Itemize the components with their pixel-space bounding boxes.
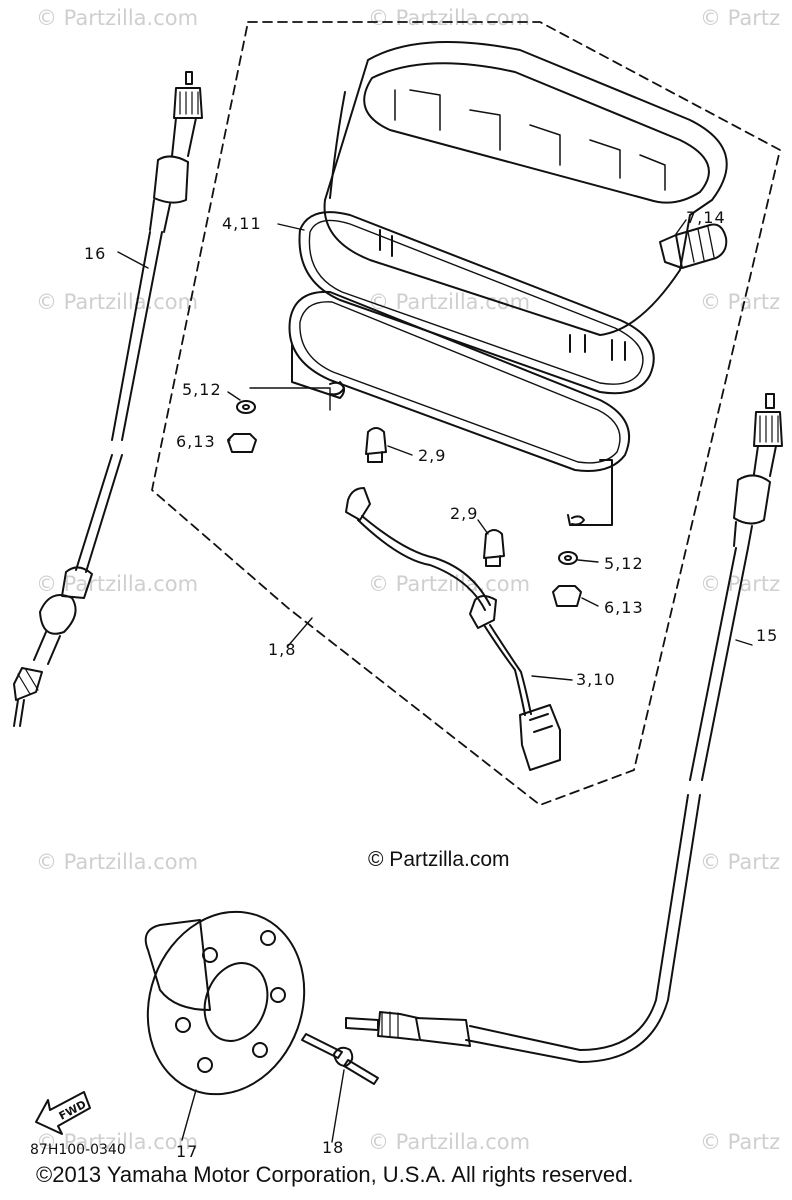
watermark: © Partzilla.com — [36, 6, 199, 30]
callout-18: 18 — [322, 1138, 345, 1157]
partzilla-mark: © Partzilla.com — [368, 848, 510, 871]
watermark: © Partz — [700, 6, 781, 30]
fwd-label: FWD — [57, 1098, 89, 1123]
nut — [227, 433, 257, 453]
callout-16: 16 — [84, 244, 107, 263]
copyright-notice: ©2013 Yamaha Motor Corporation, U.S.A. A… — [36, 1162, 634, 1187]
callout-2-9-b: 2,9 — [450, 504, 479, 523]
watermark: © Partzilla.com — [36, 1130, 199, 1154]
callout-6-13-a: 6,13 — [176, 432, 216, 451]
callout-1-8: 1,8 — [268, 640, 297, 659]
callout-15: 15 — [756, 626, 779, 645]
callout-4-11: 4,11 — [222, 214, 262, 233]
assembly-boundary — [151, 21, 781, 806]
trip-reset-knob — [659, 223, 728, 269]
watermark: © Partzilla.com — [36, 850, 199, 874]
drive-shaft — [301, 1033, 379, 1085]
leader-lines — [117, 219, 753, 1143]
callout-5-12-b: 5,12 — [604, 554, 644, 573]
forward-arrow-icon — [35, 1091, 91, 1135]
indicator-bulb — [483, 529, 505, 567]
callout-2-9-a: 2,9 — [418, 446, 447, 465]
meter-gasket — [298, 211, 655, 395]
callout-6-13-b: 6,13 — [604, 598, 644, 617]
indicator-bulb — [365, 427, 387, 463]
watermark: © Partzilla.com — [368, 6, 531, 30]
washer — [242, 404, 250, 410]
tachometer-cable — [345, 393, 783, 1063]
meter-drive-gear-unit — [144, 910, 306, 1096]
diagram-code: 87H100-0340 — [30, 1142, 126, 1158]
watermark: © Partz — [700, 1130, 781, 1154]
callout-17: 17 — [176, 1142, 199, 1161]
wire-harness — [345, 487, 561, 771]
callout-5-12-a: 5,12 — [182, 380, 222, 399]
watermark: © Partz — [700, 290, 781, 314]
callout-7-14: 7,14 — [686, 208, 726, 227]
meter-housing — [323, 41, 728, 361]
washer — [236, 400, 256, 414]
watermark: © Partzilla.com — [368, 572, 531, 596]
callout-3-10: 3,10 — [576, 670, 616, 689]
speedometer-cable — [13, 71, 203, 727]
watermark: © Partzilla.com — [36, 290, 199, 314]
washer — [564, 555, 572, 561]
nut — [552, 585, 582, 607]
washer — [558, 551, 578, 565]
meter-bracket — [288, 290, 630, 526]
watermark: © Partzilla.com — [368, 1130, 531, 1154]
watermark: © Partz — [700, 850, 781, 874]
